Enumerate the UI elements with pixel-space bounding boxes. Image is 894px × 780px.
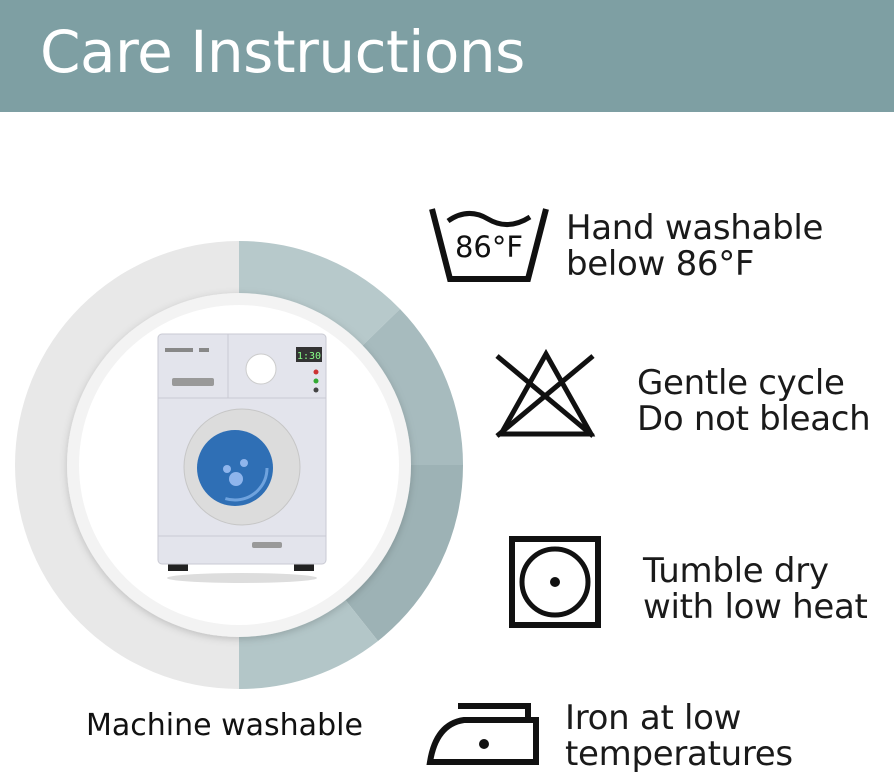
progress-ring [15, 240, 464, 690]
machine-washable-label: Machine washable [86, 708, 363, 743]
instruction-line: below 86°F [566, 244, 755, 284]
instruction-line: with low heat [643, 587, 868, 627]
instruction-gentle-cycle: Gentle cycle Do not bleach [637, 363, 871, 439]
instruction-hand-wash: Hand washable below 86°F [566, 210, 823, 282]
iron-low-icon [426, 703, 539, 765]
tumble-dry-low-icon [509, 536, 601, 628]
instruction-iron: Iron at low temperatures [565, 700, 793, 772]
do-not-bleach-icon [495, 348, 596, 438]
instruction-tumble-dry: Tumble dry with low heat [643, 553, 868, 625]
hand-wash-icon: 86°F [429, 208, 549, 282]
instruction-line: Gentle cycle [637, 363, 845, 403]
instruction-line: Tumble dry [643, 551, 829, 591]
wash-temperature: 86°F [455, 230, 523, 264]
header-banner: Care Instructions [0, 0, 894, 112]
machine-display: 1:30 [297, 351, 321, 362]
instruction-line: temperatures [565, 734, 793, 774]
page-title: Care Instructions [40, 18, 525, 86]
washing-machine: 1:30 [157, 333, 327, 583]
instruction-line: Do not bleach [637, 399, 871, 439]
instruction-line: Hand washable [566, 208, 824, 248]
instruction-line: Iron at low [565, 698, 742, 738]
washing-machine-illustration: 1:30 [15, 240, 464, 690]
